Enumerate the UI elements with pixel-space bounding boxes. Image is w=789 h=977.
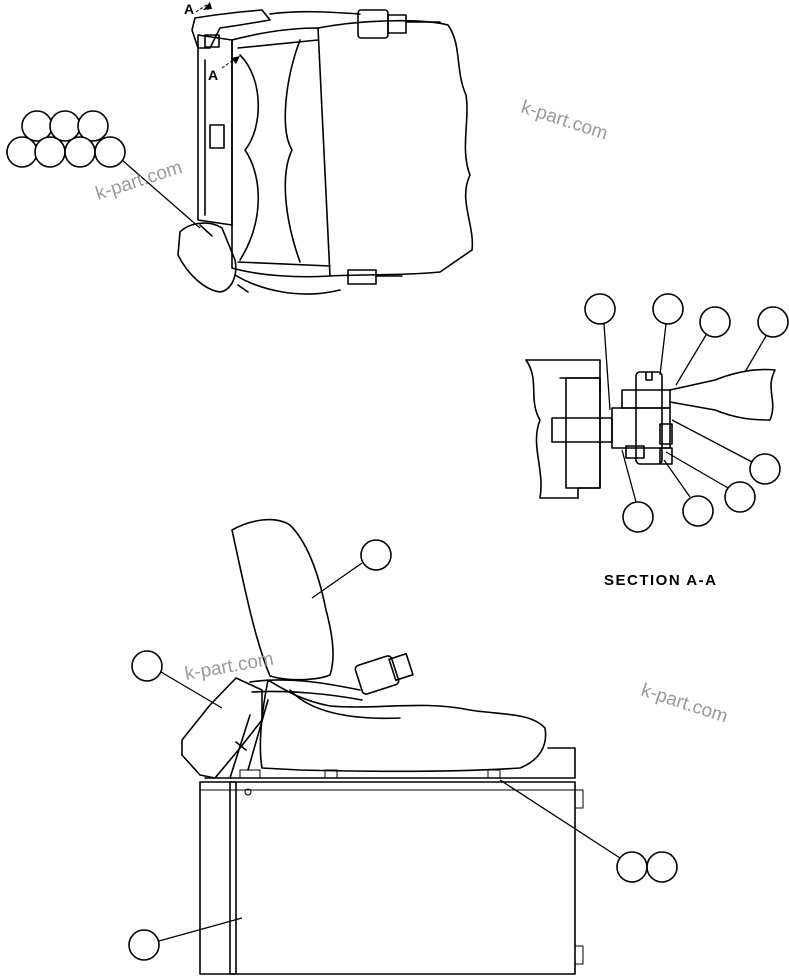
callout-a2	[652, 293, 684, 325]
callout-a7	[682, 495, 714, 527]
callout-7	[94, 136, 126, 168]
callout-a5	[749, 453, 781, 485]
callout-group-top	[6, 110, 201, 229]
callout-s2	[131, 650, 163, 682]
callout-3	[77, 110, 109, 142]
section-marker-bottom: A	[208, 67, 218, 83]
callout-5	[34, 136, 66, 168]
callout-2	[49, 110, 81, 142]
section-title: SECTION A-A	[604, 572, 717, 589]
top-view: A A	[177, 1, 474, 295]
callout-s4	[646, 851, 678, 883]
watermark-2: k-part.com	[518, 97, 610, 145]
callout-a4	[757, 306, 789, 338]
callout-s5	[128, 929, 160, 961]
callout-a1	[584, 293, 616, 325]
callout-s3	[616, 851, 648, 883]
callout-6	[64, 136, 96, 168]
watermark-3: k-part.com	[183, 649, 275, 685]
callout-4	[6, 136, 38, 168]
section-a-a-view: SECTION A-A	[525, 293, 789, 589]
watermark-4: k-part.com	[638, 680, 730, 728]
section-marker-top: A	[184, 1, 194, 17]
callout-a3	[699, 306, 731, 338]
callout-a6	[724, 481, 756, 513]
callout-a8	[622, 501, 654, 533]
callout-s1	[360, 539, 392, 571]
side-view	[128, 518, 678, 975]
